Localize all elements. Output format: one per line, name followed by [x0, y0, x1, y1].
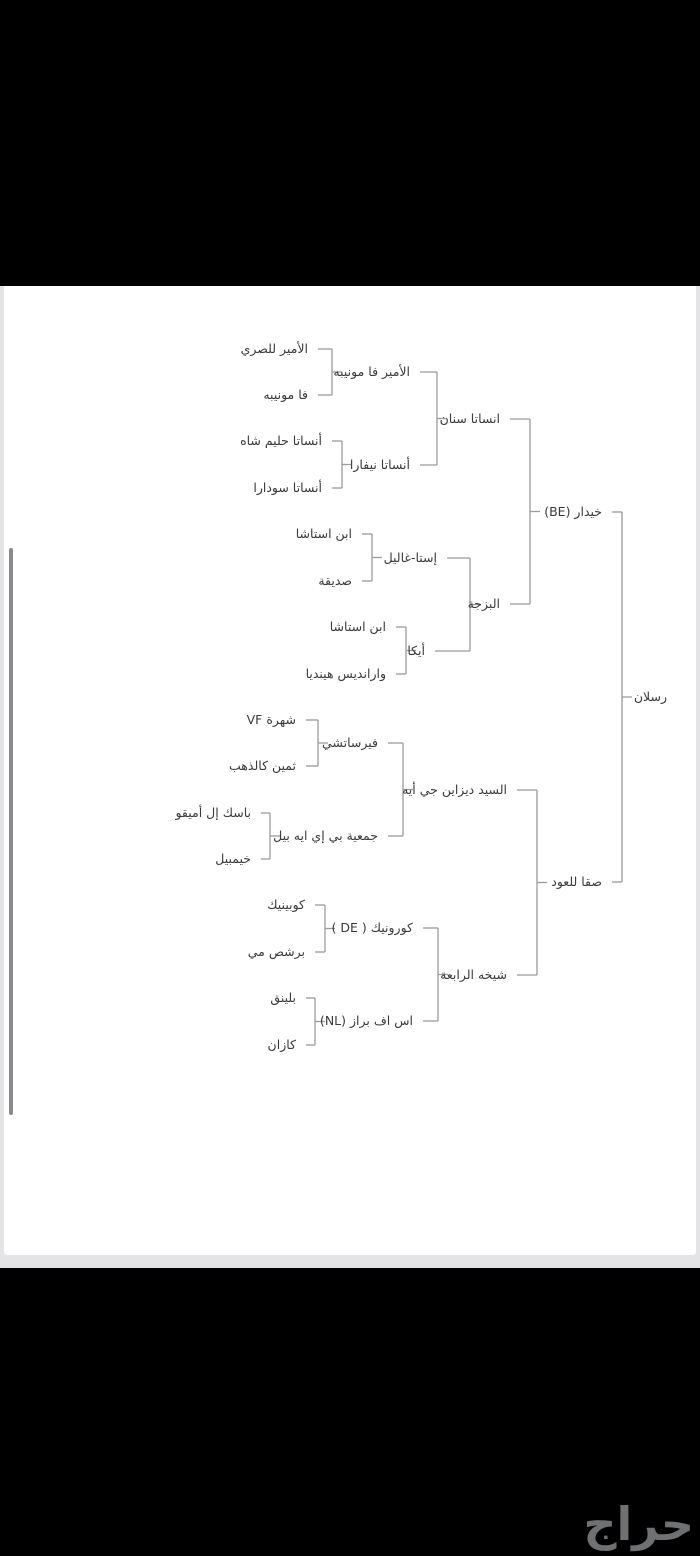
- ancestor-name-gen3: أيكا: [407, 643, 425, 658]
- ancestor-name-gen3: جمعية بي إي ايه بيل: [273, 828, 378, 843]
- ancestor-name-gen3: فيرساتشي: [322, 735, 378, 750]
- ancestor-name-gen4: بلينق: [270, 990, 296, 1005]
- ancestor-name-gen4: وارانديس هينديا: [305, 666, 386, 681]
- ancestor-name-gen4: كازان: [267, 1037, 296, 1052]
- ancestor-name-gen2: شيخه الرابعة: [440, 967, 507, 982]
- ancestor-name-gen4: أنساتا سودارا: [253, 480, 322, 495]
- horse-name: رسلان: [633, 689, 667, 704]
- ancestor-name-gen3: إستا-غاليل: [383, 550, 437, 565]
- ancestor-name-gen4: أنساتا حليم شاه: [240, 433, 322, 448]
- ancestor-name-gen3: أنساتا نيفارا: [349, 457, 410, 472]
- ancestor-name-gen3: كورونيك ( DE ): [331, 920, 413, 935]
- image-frame: [0, 286, 700, 1268]
- ancestor-name-gen4: الأمير للصري: [240, 341, 308, 356]
- haraj-watermark-logo: حراج: [583, 1497, 696, 1551]
- ancestor-name-gen4: خيمبيل: [215, 851, 251, 866]
- ancestor-name-gen4: ابن استاشا: [329, 619, 386, 634]
- ancestor-name-gen3: الأمير فا مونيبه: [333, 364, 410, 379]
- ancestor-name-gen3: اس اف براز (NL): [319, 1013, 413, 1028]
- ancestor-name-gen4: فا مونيبه: [263, 387, 308, 402]
- ancestor-name-gen2: السيد ديزاين جي أيه: [402, 782, 507, 797]
- ancestor-name-gen4: ابن استاشا: [295, 526, 352, 541]
- ancestor-name-gen1: خيدار (BE): [544, 504, 602, 519]
- ancestor-name-gen1: صقا للعود: [551, 874, 602, 889]
- ancestor-name-gen2: البزجة: [467, 596, 500, 611]
- ancestor-name-gen2: انساتا سنان: [439, 411, 500, 426]
- pedigree-panel: [4, 286, 696, 1255]
- scrollbar[interactable]: [9, 548, 13, 1115]
- ancestor-name-gen4: صديقة: [318, 573, 352, 588]
- ancestor-name-gen4: ثمين كالذهب: [229, 758, 296, 773]
- ancestor-name-gen4: برشص مي: [247, 944, 305, 959]
- ancestor-name-gen4: كوبينيك: [267, 897, 305, 912]
- ancestor-name-gen4: شهرة VF: [246, 712, 296, 727]
- ancestor-name-gen4: باسك إل أميقو: [175, 805, 251, 820]
